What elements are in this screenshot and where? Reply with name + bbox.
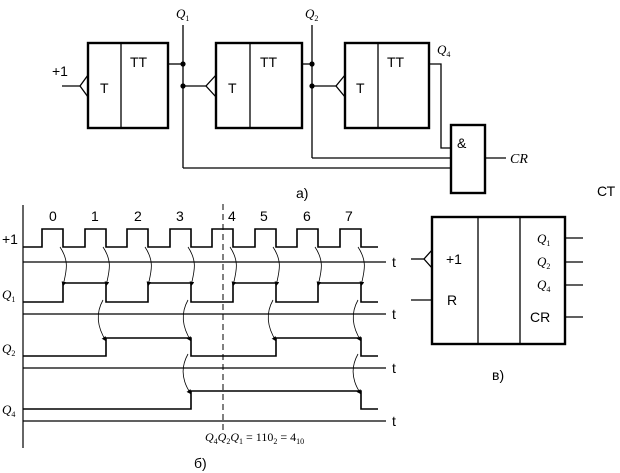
counter-q2-output-label: Q2	[537, 254, 550, 271]
q2-waveform	[23, 337, 378, 357]
q2-signal-label: Q2	[2, 341, 15, 358]
flip-flop-t-label: T	[100, 80, 109, 96]
time-axis-label: t	[392, 306, 396, 322]
flip-flop-2: T TT	[205, 41, 304, 130]
clock-number-5: 5	[260, 208, 268, 224]
time-axis-label: t	[392, 254, 396, 270]
counter-symbol: СТ +1 R Q1 Q2 Q4 CR в)	[411, 183, 616, 383]
q4-output-label: Q4	[437, 42, 450, 59]
junction-dot	[309, 61, 315, 67]
caption-c: в)	[492, 367, 504, 383]
flip-flop-tt-label: TT	[260, 54, 278, 70]
counter-q1-output-label: Q1	[537, 231, 550, 248]
counter-header-label: СТ	[597, 183, 616, 199]
transition-arrows	[59, 246, 365, 395]
time-axis-label: t	[392, 360, 396, 376]
q4-waveform	[23, 390, 378, 410]
flip-flop-3: T TT	[335, 41, 431, 130]
carry-output-label: CR	[510, 152, 528, 167]
dynamic-input-triangle-icon	[79, 74, 89, 98]
state-formula: Q4Q2Q1 = 1102 = 410	[205, 430, 304, 446]
flip-flop-tt-label: TT	[130, 54, 148, 70]
q1-signal-label: Q1	[2, 287, 15, 304]
q2-output-label: Q2	[305, 6, 318, 23]
counter-plus-one-input-label: +1	[446, 251, 462, 267]
caption-b: б)	[194, 455, 207, 471]
clock-number-3: 3	[176, 208, 184, 224]
clock-number-6: 6	[303, 208, 311, 224]
dynamic-input-triangle-icon	[205, 74, 217, 98]
dynamic-input-triangle-icon	[335, 74, 346, 98]
and-gate: &	[449, 123, 487, 195]
time-axis-label: t	[392, 413, 396, 429]
flip-flop-tt-label: TT	[387, 54, 405, 70]
clock-pulse-numbers: 0 1 2 3 4 5 6 7	[49, 208, 353, 224]
and-symbol-label: &	[457, 135, 467, 151]
clock-number-2: 2	[134, 208, 142, 224]
counter-reset-input-label: R	[447, 292, 457, 308]
clock-number-0: 0	[49, 208, 57, 224]
flip-flop-t-label: T	[356, 80, 365, 96]
counter-box	[430, 215, 567, 346]
caption-a: а)	[296, 185, 308, 201]
q1-waveform	[23, 282, 378, 303]
junction-dot	[180, 61, 186, 67]
q4-signal-label: Q4	[2, 402, 15, 419]
clock-number-1: 1	[91, 208, 99, 224]
input-plus-one-label: +1	[52, 63, 68, 79]
clock-number-4: 4	[228, 208, 236, 224]
flip-flop-1: T TT	[79, 41, 170, 130]
flip-flop-t-label: T	[228, 80, 237, 96]
clock-waveform	[23, 228, 378, 248]
counter-carry-output-label: CR	[530, 309, 550, 325]
timing-diagram: t t t t +1 Q1 Q2 Q4 0 1 2 3 4 5 6 7	[2, 204, 396, 471]
clock-number-7: 7	[345, 208, 353, 224]
circuit-a: +1 T TT T TT T TT	[52, 6, 528, 201]
clock-signal-label: +1	[2, 231, 18, 247]
q1-output-label: Q1	[176, 6, 189, 23]
counter-q4-output-label: Q4	[537, 277, 550, 294]
dynamic-input-triangle-icon	[423, 249, 433, 269]
